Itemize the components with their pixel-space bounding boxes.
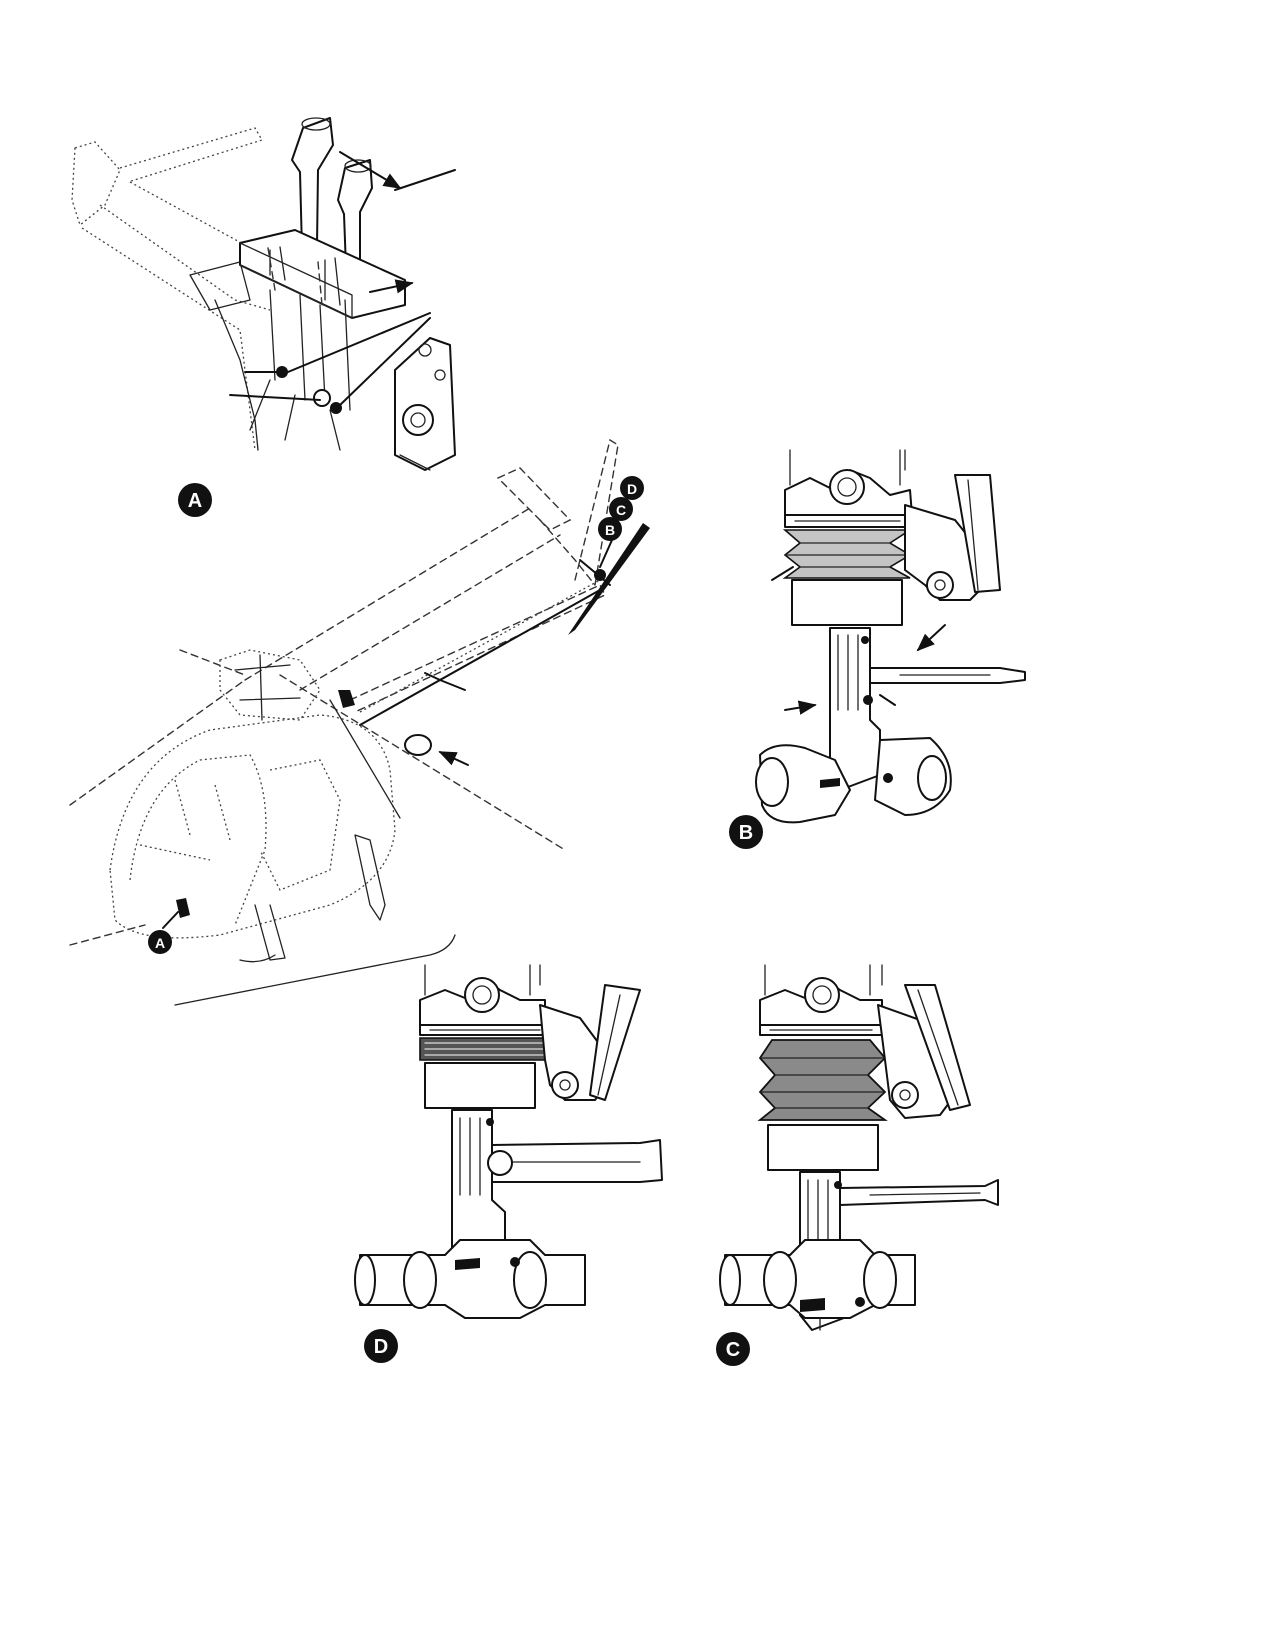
location-a-label: A (155, 935, 165, 951)
detail-c-badge: C (716, 1332, 750, 1366)
detail-b-badge: B (729, 815, 763, 849)
detail-c-illustration (719, 964, 999, 1331)
detail-d-label: D (374, 1336, 388, 1358)
location-badge-a: A (148, 930, 172, 954)
location-badge-b: B (598, 517, 622, 541)
detail-d-illustration (354, 964, 663, 1319)
location-c-label: C (616, 502, 626, 518)
location-badge-d: D (620, 476, 644, 500)
detail-a-label: A (188, 490, 202, 512)
detail-c-label: C (726, 1339, 740, 1361)
location-b-leader (599, 539, 613, 568)
location-badge-c: C (609, 497, 633, 521)
location-d-label: D (627, 481, 637, 497)
helicopter-illustration (69, 438, 650, 1006)
detail-d-badge: D (364, 1329, 398, 1363)
detail-b-label: B (739, 822, 753, 844)
location-b-label: B (605, 522, 615, 538)
detail-a-illustration (71, 117, 456, 471)
detail-b-illustration (755, 449, 1026, 824)
detail-a-badge: A (178, 483, 212, 517)
